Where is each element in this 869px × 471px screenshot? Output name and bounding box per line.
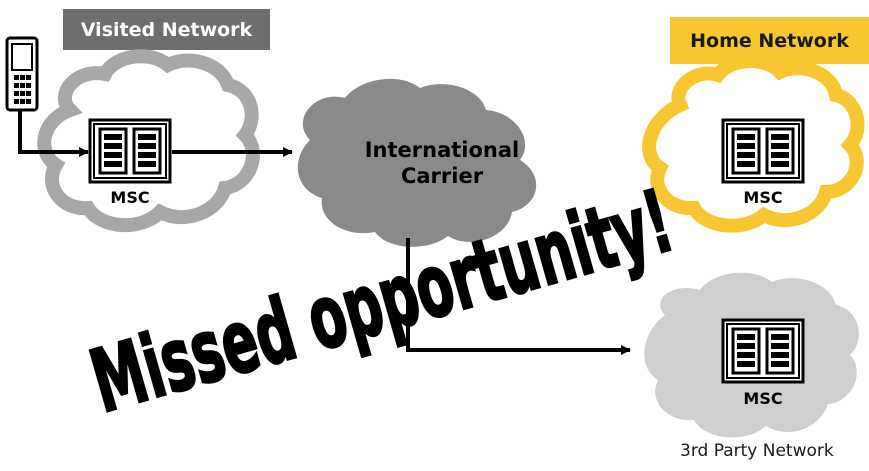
home-network-label-bg bbox=[670, 17, 869, 64]
third-party-msc-label: MSC bbox=[743, 389, 782, 408]
home-msc-icon bbox=[721, 118, 805, 184]
visited-msc-label: MSC bbox=[110, 188, 149, 207]
carrier-label-line1: International bbox=[365, 138, 520, 162]
third-party-msc-icon bbox=[721, 318, 805, 384]
carrier-label-line2: Carrier bbox=[401, 164, 484, 188]
visited-msc-icon bbox=[88, 118, 172, 184]
mobile-phone-icon bbox=[5, 36, 39, 112]
visited-network-label: Visited Network bbox=[80, 18, 253, 41]
third-party-network-label: 3rd Party Network bbox=[680, 441, 834, 461]
phone-to-msc-arrow bbox=[18, 110, 89, 157]
home-msc-label: MSC bbox=[743, 188, 782, 207]
home-network-label: Home Network bbox=[690, 29, 849, 52]
international-carrier-cloud bbox=[297, 78, 537, 247]
visited-network-label-bg bbox=[63, 9, 270, 50]
carrier-to-third-party-arrow bbox=[406, 238, 631, 355]
